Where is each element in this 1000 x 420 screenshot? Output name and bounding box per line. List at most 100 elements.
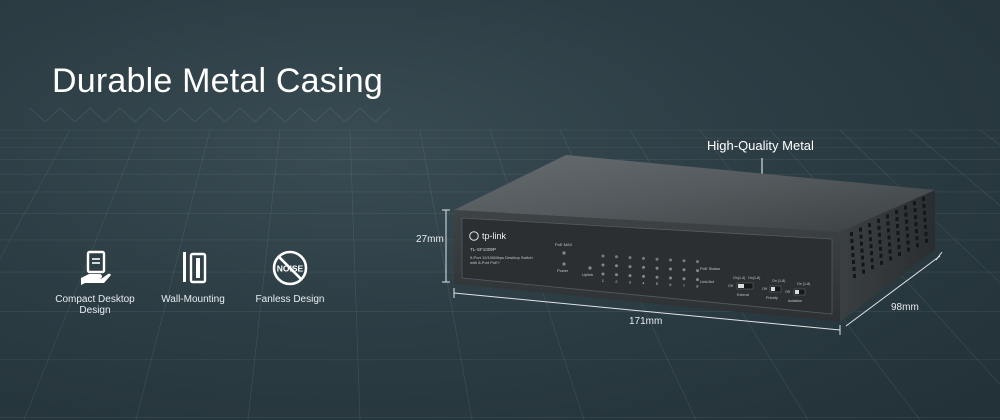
- vent-hole: [898, 252, 901, 256]
- vent-hole: [913, 201, 916, 206]
- tplink-logo-icon: [469, 231, 479, 241]
- grid-line: [224, 107, 241, 123]
- width-dimension-label: 171mm: [629, 316, 663, 327]
- poe-max-led: [562, 251, 566, 255]
- vent-hole: [860, 241, 863, 246]
- grid-line: [119, 107, 136, 123]
- vent-hole: [877, 218, 880, 223]
- port-number: 1: [602, 278, 605, 283]
- grid-line: [344, 107, 361, 123]
- headline: Durable Metal Casing: [52, 62, 383, 100]
- grid-line: [329, 107, 346, 123]
- port-led: [669, 258, 672, 262]
- dimension-lines: [442, 209, 943, 335]
- poe-status-label: PoE Status: [700, 266, 720, 271]
- port-led: [682, 277, 686, 281]
- grid-line: [269, 107, 286, 123]
- vent-hole: [907, 247, 910, 252]
- grid-line: [374, 107, 391, 123]
- poe-max-label: PoE MAX: [555, 242, 573, 247]
- vent-hole: [887, 228, 890, 233]
- power-led: [562, 262, 566, 266]
- priority-off-label: Off: [762, 287, 767, 291]
- vent-hole: [922, 203, 926, 208]
- vent-hole: [916, 243, 919, 248]
- vent-hole: [895, 210, 898, 214]
- model-description-1: 9-Port 10/100Mbps Desktop Switch: [470, 255, 533, 260]
- vent-hole: [889, 256, 892, 261]
- vent-hole: [904, 212, 908, 217]
- priority-label: Priority: [766, 296, 778, 300]
- port-led: [696, 260, 699, 264]
- grid-line: [89, 107, 106, 123]
- vent-hole: [905, 219, 908, 224]
- power-label: Power: [557, 268, 569, 273]
- grid-line: [839, 129, 1000, 284]
- vent-hole: [896, 224, 899, 228]
- vent-hole: [880, 260, 883, 265]
- vent-hole: [913, 208, 917, 213]
- depth-dimension-label: 98mm: [891, 302, 919, 313]
- grid-line: [104, 107, 121, 123]
- wall-mount-icon: [183, 252, 207, 284]
- uplink-label: Uplink: [582, 272, 593, 277]
- grid-line: [299, 107, 316, 123]
- vent-hole: [850, 239, 854, 243]
- grid-line: [59, 107, 76, 123]
- vent-hole: [870, 251, 873, 256]
- no-noise-icon: NOISE: [272, 250, 308, 286]
- feature-label: Wall-Mounting: [161, 294, 225, 305]
- port-led: [615, 273, 618, 277]
- vent-hole: [896, 231, 900, 235]
- grid-line: [149, 107, 166, 123]
- grid-line: [194, 107, 211, 123]
- port-number: 2: [615, 279, 618, 284]
- port-number: 8: [696, 284, 699, 289]
- grid-line: [23, 129, 141, 420]
- vent-hole: [897, 245, 901, 249]
- port-led: [628, 274, 632, 278]
- port-led: [628, 265, 632, 269]
- vent-hole: [869, 237, 872, 242]
- port-number: 4: [642, 280, 645, 285]
- port-led: [655, 275, 659, 279]
- vent-hole: [914, 215, 917, 220]
- width-dimension-line: [453, 292, 841, 331]
- vent-hole: [906, 240, 910, 245]
- grid-line: [239, 107, 256, 123]
- vent-hole: [897, 238, 900, 242]
- feature-wall-mounting: Wall-Mounting: [138, 248, 248, 305]
- port-led: [682, 259, 686, 263]
- vent-hole: [886, 214, 889, 219]
- model-description-2: with 8-Port PoE+: [470, 260, 501, 265]
- grid-line: [349, 129, 361, 420]
- port-led: [669, 267, 672, 271]
- feature-compact-desktop: Compact Desktop Design: [40, 248, 150, 316]
- feature-label: Compact Desktop Design: [55, 294, 135, 316]
- grid-line: [254, 107, 271, 123]
- port-led: [655, 266, 659, 270]
- switch-side-panel: [840, 190, 935, 322]
- desktop-hand-icon: [81, 250, 111, 285]
- vent-hole: [868, 230, 872, 235]
- isolation-label: Isolation: [788, 299, 802, 303]
- grid-line: [0, 129, 71, 260]
- vent-hole: [914, 222, 918, 227]
- vent-hole: [850, 232, 853, 236]
- priority-on-label: On (1-8): [772, 279, 785, 283]
- vent-hole: [924, 231, 928, 236]
- vent-hole: [895, 217, 899, 221]
- port-led: [601, 272, 605, 276]
- port-led: [669, 276, 672, 280]
- grid-line: [135, 129, 211, 420]
- vent-hole: [852, 260, 855, 264]
- uplink-led: [588, 266, 592, 270]
- brand-name: tp-link: [482, 231, 507, 241]
- grid-line: [284, 107, 301, 123]
- model-name: TL-SF1009P: [470, 247, 496, 252]
- port-led: [642, 256, 645, 260]
- grid-line: [209, 107, 226, 123]
- vent-hole: [861, 255, 864, 260]
